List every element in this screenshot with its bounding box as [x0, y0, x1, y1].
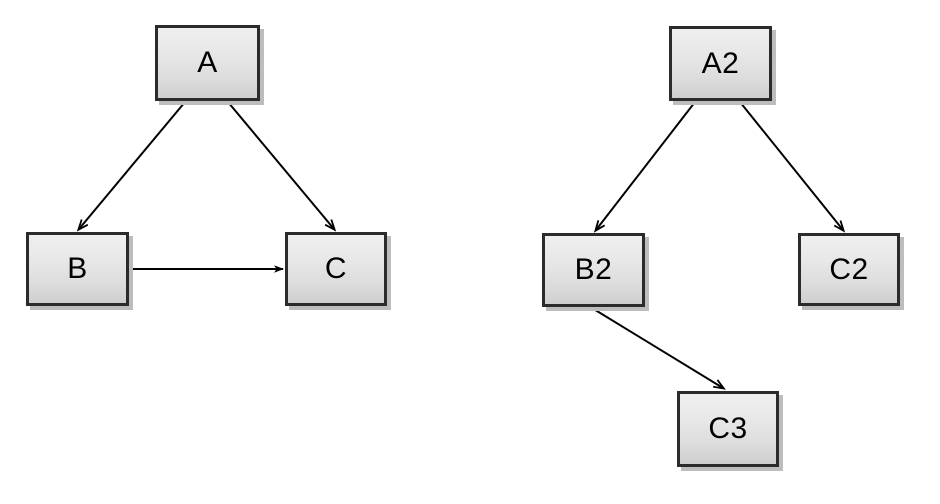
node-b[interactable]: B: [26, 232, 129, 306]
node-b2[interactable]: B2: [542, 233, 645, 307]
edge-a2-to-b2: [593, 101, 696, 233]
node-c2[interactable]: C2: [798, 233, 900, 306]
node-label-c3: C3: [708, 412, 748, 445]
edge-a-to-c: [227, 101, 337, 232]
node-label-c2: C2: [829, 252, 869, 286]
node-label-a2: A2: [701, 46, 740, 80]
edge-a2-to-c2: [739, 101, 846, 233]
node-a2[interactable]: A2: [669, 26, 772, 101]
node-c[interactable]: C: [285, 232, 387, 306]
node-label-b: B: [67, 252, 88, 285]
node-label-a: A: [197, 46, 218, 79]
edge-a-to-b: [76, 101, 186, 232]
node-a[interactable]: A: [155, 25, 260, 101]
edge-b2-to-c3: [591, 307, 726, 390]
node-c3[interactable]: C3: [677, 391, 779, 467]
node-label-c: C: [324, 252, 348, 285]
node-label-b2: B2: [574, 253, 613, 286]
